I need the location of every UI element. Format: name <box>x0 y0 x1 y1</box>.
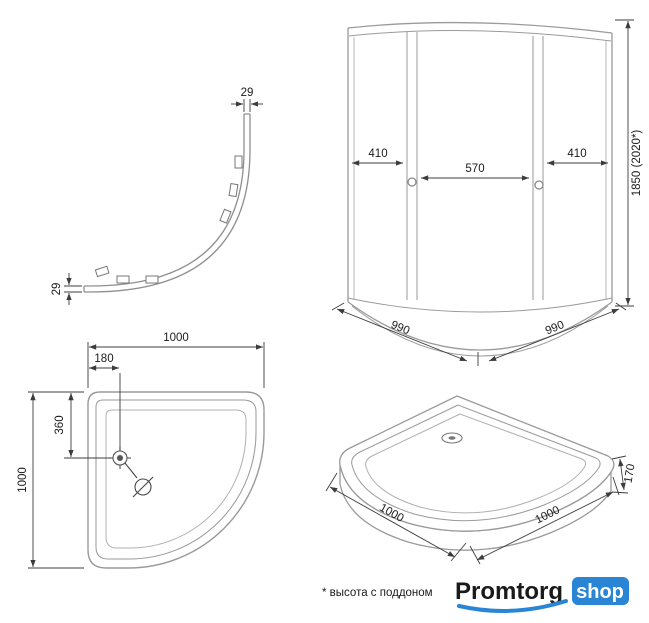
logo-text-prom: Promtorg <box>455 578 563 605</box>
logo-text-shop: shop <box>576 581 624 603</box>
dim-depth-left-label: 990 <box>389 319 411 337</box>
dim-profile-side <box>64 273 82 305</box>
tray-plan-view <box>87 391 265 569</box>
enclosure-top-frame <box>348 30 612 42</box>
dim-tray-depth <box>28 391 84 569</box>
dim-front-depths <box>331 302 627 366</box>
promtorgshop-logo: Promtorg shop <box>455 577 629 613</box>
dim-height-label: 1850 (2020*) <box>631 130 643 197</box>
dim-right-panel-label: 410 <box>567 148 586 160</box>
dim-left-panel-label: 410 <box>368 148 387 160</box>
tray-3d-view <box>339 395 615 551</box>
enclosure-top-edge <box>347 21 613 34</box>
corner-profile-view <box>83 113 251 293</box>
dim-profile-width <box>231 99 263 112</box>
dim-drain-y-label: 360 <box>54 415 66 434</box>
door-handle-left <box>407 177 417 187</box>
tray-outer-edge <box>87 391 265 569</box>
profile-end-caps <box>83 113 250 292</box>
dim-tray3d-height-label: 170 <box>622 463 637 484</box>
tray-3d-floor <box>365 413 587 514</box>
enclosure-bottom-frame <box>347 297 613 313</box>
tray-3d-drain <box>441 432 463 444</box>
dim-tray-width <box>87 342 265 388</box>
dim-drain-x <box>89 365 121 450</box>
tray-floor-edge <box>105 409 247 549</box>
dim-profile-width-label: 29 <box>241 87 254 99</box>
profile-roller-brackets <box>94 155 243 284</box>
tray-front-base <box>351 305 609 357</box>
door-handle-right <box>534 180 544 190</box>
dim-profile-side-label: 29 <box>51 283 63 296</box>
enclosure-front-view <box>347 21 613 357</box>
dim-tray-depth-label: 1000 <box>17 467 29 493</box>
dim-front-height <box>615 19 634 307</box>
dim-drain-x-label: 180 <box>94 353 113 365</box>
dim-drain-y <box>64 393 111 459</box>
profile-inner-curve <box>84 114 245 287</box>
profile-outer-curve <box>84 114 251 293</box>
dim-tray3d-left <box>325 472 467 562</box>
logo-swoosh <box>457 599 568 613</box>
dim-door-label: 570 <box>465 163 484 175</box>
dim-tray3d-height <box>611 455 629 494</box>
dim-front-panels <box>352 160 608 181</box>
logo-shop-box <box>572 577 629 605</box>
diameter-symbol <box>124 462 154 498</box>
footnote: * высота с поддоном <box>322 587 433 599</box>
dim-tray-width-label: 1000 <box>163 332 189 344</box>
tray-rim-edge <box>95 399 257 560</box>
tray-3d-rim <box>351 404 601 522</box>
tray-front-rim <box>347 301 613 351</box>
